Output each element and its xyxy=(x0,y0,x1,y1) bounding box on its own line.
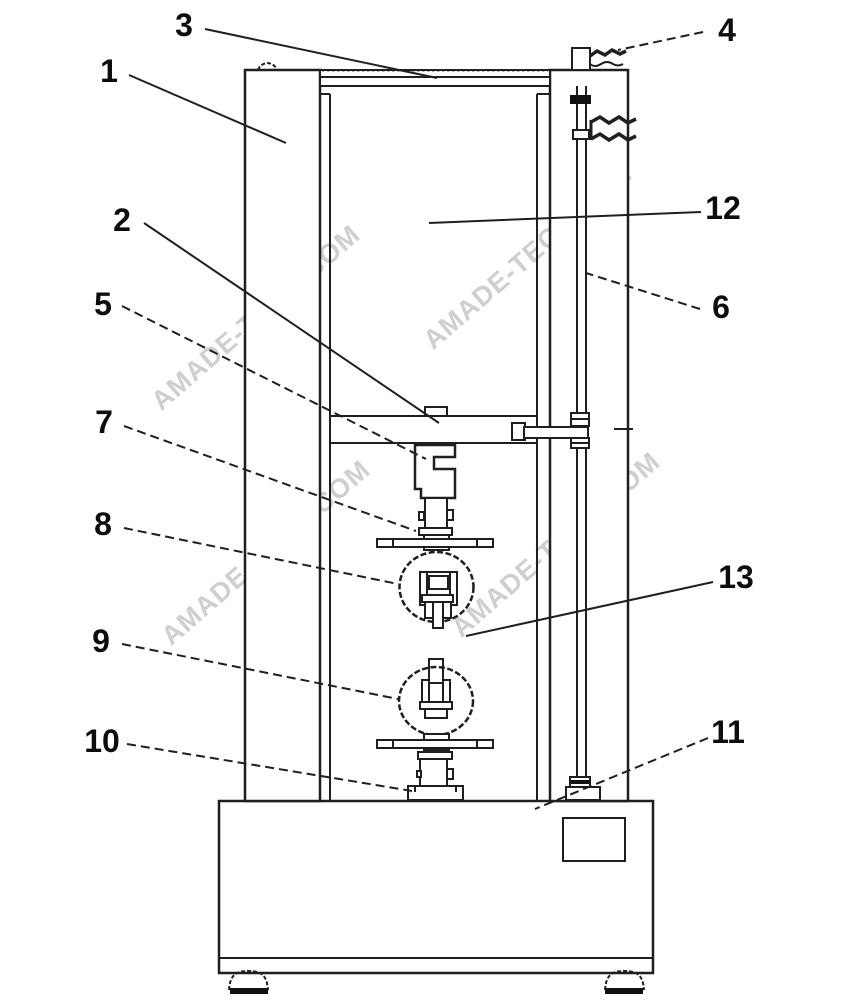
left-column xyxy=(243,68,322,803)
part-label-5: 5 xyxy=(94,286,112,322)
screw-top-nut xyxy=(570,95,591,104)
part-label-13: 13 xyxy=(718,559,754,595)
leader-4 xyxy=(617,31,704,51)
specimen-lower xyxy=(428,658,444,686)
leader-9 xyxy=(121,643,399,700)
leader-5 xyxy=(121,305,427,460)
leader-10 xyxy=(126,743,413,792)
right-foot xyxy=(604,969,645,994)
specimen-upper xyxy=(432,601,444,629)
leader-13 xyxy=(465,581,714,637)
machine-base xyxy=(217,799,655,994)
leader-11 xyxy=(534,737,709,810)
leader-8 xyxy=(123,527,399,585)
leader-3 xyxy=(204,28,438,79)
part-label-4: 4 xyxy=(718,12,736,48)
leader-6 xyxy=(585,272,701,310)
leader-2 xyxy=(143,222,440,424)
part-label-6: 6 xyxy=(712,289,730,325)
eye-bolt xyxy=(257,62,278,71)
lower-grip xyxy=(376,658,494,801)
crosshead-screw-bracket xyxy=(523,426,589,439)
lower-grip-handle xyxy=(376,739,494,749)
left-foot xyxy=(228,969,269,994)
leader-7 xyxy=(123,425,417,532)
leader-lines xyxy=(121,28,714,810)
lower-grip-pedestal xyxy=(419,758,448,788)
load-cell xyxy=(413,443,457,536)
screw-top-box xyxy=(571,47,591,71)
upper-grip xyxy=(376,534,494,629)
part-label-11: 11 xyxy=(711,714,745,750)
hand-crank xyxy=(588,47,637,143)
screw-bottom-bracket xyxy=(565,786,601,801)
base-panel xyxy=(562,817,626,862)
part-label-8: 8 xyxy=(94,506,112,542)
part-label-12: 12 xyxy=(705,190,741,226)
part-label-7: 7 xyxy=(95,404,113,440)
crosshead-tab xyxy=(424,406,448,417)
upper-grip-handle xyxy=(376,538,494,548)
leader-12 xyxy=(428,211,702,224)
part-label-10: 10 xyxy=(84,723,120,759)
part-label-1: 1 xyxy=(100,53,118,89)
leader-1 xyxy=(128,74,287,144)
part-label-3: 3 xyxy=(175,7,193,43)
part-label-9: 9 xyxy=(92,623,110,659)
part-label-2: 2 xyxy=(113,202,131,238)
moving-crosshead xyxy=(329,406,633,449)
